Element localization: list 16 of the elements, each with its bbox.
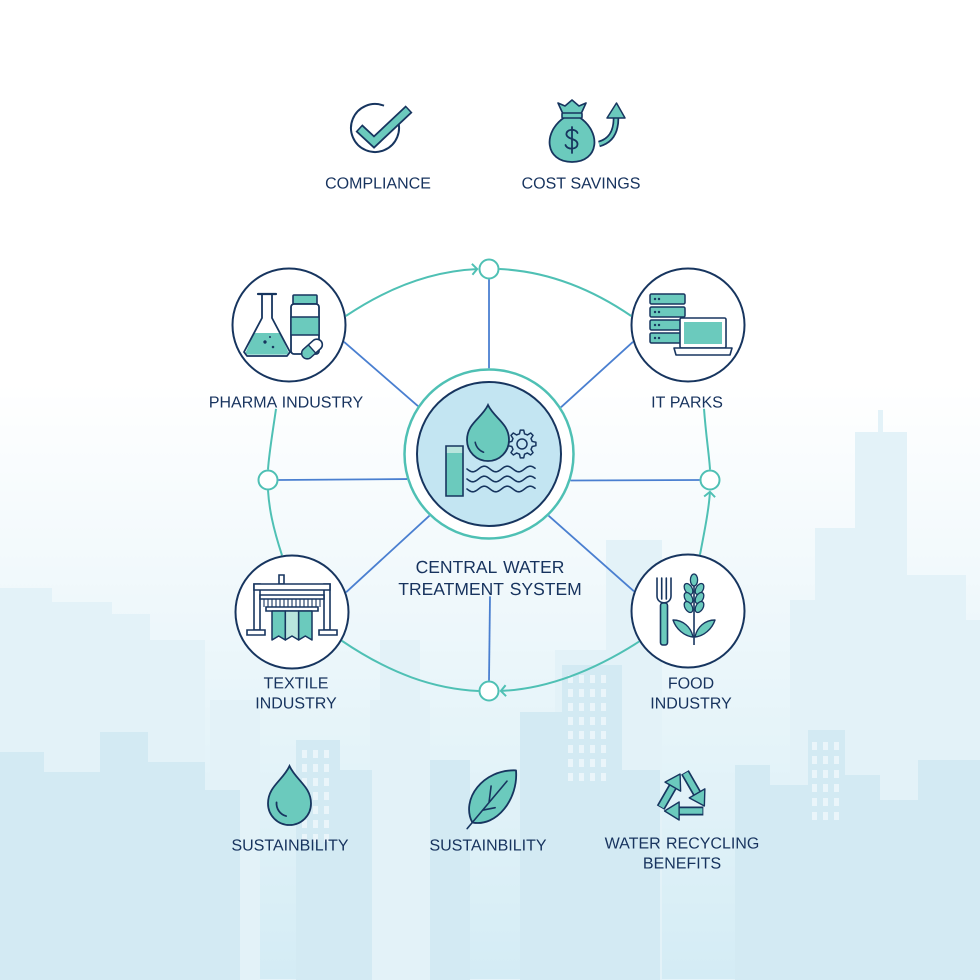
node-label: FOOD INDUSTRY [652, 677, 732, 709]
icon-label: SUSTAINBILITY [232, 839, 348, 851]
connector-line [488, 280, 490, 368]
icon-label: SUSTAINBILITY [430, 839, 546, 851]
junction-circle [478, 258, 500, 280]
connector-line [343, 341, 418, 407]
node-label: CENTRAL WATER TREATMENT SYSTEM [398, 560, 580, 596]
icon-label: COST SAVINGS [522, 177, 640, 189]
node-label: PHARMA INDUSTRY [210, 396, 363, 408]
node-label: IT PARKS [652, 396, 722, 408]
connector-line [499, 268, 632, 317]
icon-label: WATER RECYCLING BENEFITS [604, 837, 758, 869]
icon-label: COMPLIANCE [326, 177, 430, 189]
connector-line [560, 341, 634, 408]
arrow [345, 263, 478, 317]
node-label: TEXTILE INDUSTRY [256, 677, 336, 709]
